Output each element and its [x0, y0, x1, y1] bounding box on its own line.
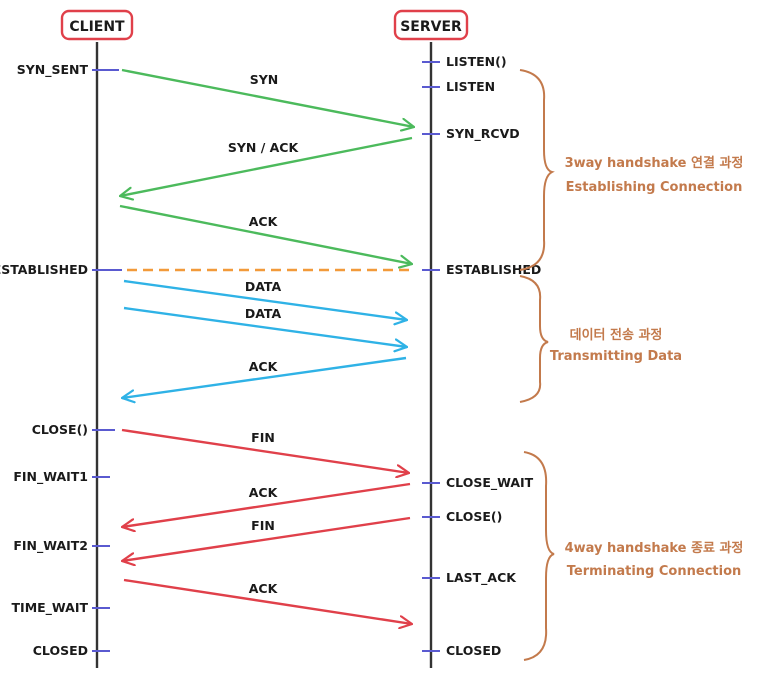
msg-data-2: DATA [245, 306, 282, 321]
msg-ack-handshake: ACK [249, 214, 279, 229]
arrow-syn [121, 68, 414, 127]
client-state-established: ESTABLISHED [0, 262, 88, 277]
client-state-closed: CLOSED [33, 643, 88, 658]
phase-termination-subtitle: Terminating Connection [567, 564, 742, 579]
arrow-ack-server [122, 482, 411, 527]
arrow-ack-handshake [119, 204, 412, 264]
phase-termination-title: 4way handshake 종료 과정 [565, 540, 744, 556]
server-header: SERVER [393, 9, 469, 41]
msg-ack-data: ACK [249, 359, 279, 374]
arrow-ack-client [123, 578, 412, 624]
server-header-label: SERVER [400, 19, 462, 35]
client-state-time-wait: TIME_WAIT [12, 600, 89, 616]
arrow-data-2 [123, 306, 407, 347]
arrow-fin-server [122, 516, 411, 561]
server-state-listen: LISTEN [446, 79, 495, 94]
server-state-listen-call: LISTEN() [446, 54, 507, 69]
server-state-established: ESTABLISHED [446, 262, 541, 277]
msg-fin-server: FIN [251, 518, 275, 533]
server-header-border [393, 9, 469, 41]
client-header: CLIENT [60, 9, 134, 41]
arrow-data-1 [123, 279, 407, 320]
phase-transfer-title: 데이터 전송 과정 [570, 327, 663, 343]
server-ticks [422, 61, 440, 652]
client-header-border [60, 9, 134, 41]
server-state-close-wait: CLOSE_WAIT [446, 475, 534, 491]
arrow-fin-client [121, 428, 409, 473]
phase-handshake-subtitle: Establishing Connection [566, 180, 743, 195]
client-state-syn-sent: SYN_SENT [17, 62, 89, 78]
handshake-brace [519, 69, 555, 271]
client-state-fin-wait2: FIN_WAIT2 [13, 538, 88, 554]
client-state-close: CLOSE() [32, 422, 88, 437]
client-header-label: CLIENT [69, 19, 125, 35]
msg-syn: SYN [250, 72, 279, 87]
msg-syn-ack: SYN / ACK [228, 140, 300, 155]
server-state-last-ack: LAST_ACK [446, 570, 517, 586]
msg-fin-client: FIN [251, 430, 275, 445]
phase-transfer-subtitle: Transmitting Data [550, 349, 682, 364]
arrow-syn-ack [120, 136, 413, 196]
termination-brace [523, 451, 555, 661]
phase-handshake-title: 3way handshake 연결 과정 [565, 155, 744, 171]
client-ticks [92, 69, 122, 652]
server-state-syn-rcvd: SYN_RCVD [446, 126, 520, 142]
msg-data-1: DATA [245, 279, 282, 294]
server-state-closed: CLOSED [446, 643, 501, 658]
msg-ack-server: ACK [249, 485, 279, 500]
client-state-fin-wait1: FIN_WAIT1 [13, 469, 88, 485]
msg-ack-client: ACK [249, 581, 279, 596]
server-state-close: CLOSE() [446, 509, 502, 524]
transfer-brace [519, 275, 549, 403]
arrow-ack-data [122, 356, 407, 398]
